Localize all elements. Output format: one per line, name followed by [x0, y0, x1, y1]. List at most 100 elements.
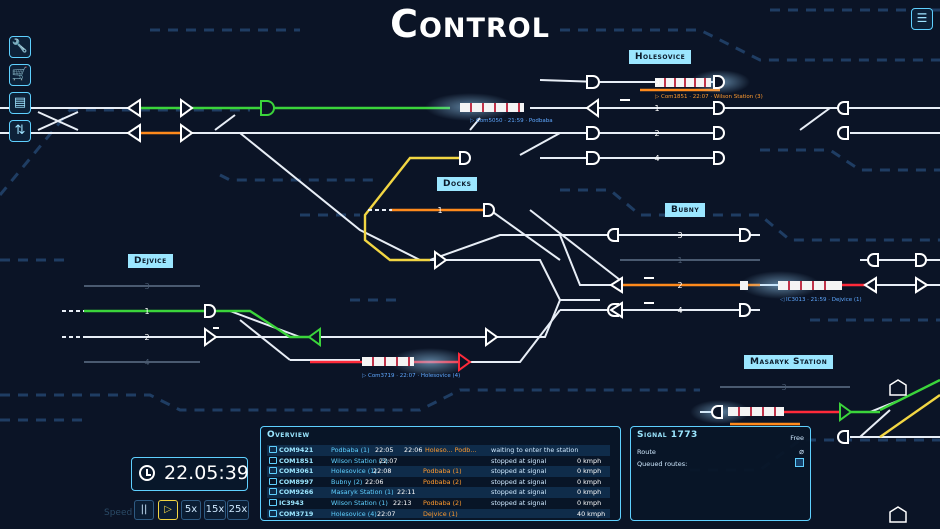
station-label-masaryk[interactable]: Masaryk Station — [744, 355, 834, 369]
route-yellow-1 — [363, 156, 464, 262]
track-num: 4 — [144, 358, 149, 367]
train-label: ▷ Com3719 · 22:07 · Holesovice (4) — [362, 373, 460, 379]
table-row[interactable]: COM9421 Podbaba (1) 22:05 22:06 Holeso..… — [267, 445, 610, 456]
route-green-4 — [879, 378, 940, 412]
train-from-time: 22:11 — [397, 488, 416, 497]
track-num: 2 — [654, 129, 659, 138]
table-row[interactable]: COM3061 Holesovice (1) 22:08 Podbaba (1)… — [267, 466, 610, 477]
network-lines — [0, 8, 940, 472]
track-num: 1 — [654, 104, 659, 113]
train-from: Holesovice (4) — [331, 509, 377, 518]
train-id: COM9266 — [269, 487, 313, 498]
station-label-bubny[interactable]: Bubny — [665, 203, 706, 217]
no-route-icon: ⌀ — [799, 447, 804, 456]
route-green-2 — [84, 309, 320, 339]
train-to: Podbaba (2) — [423, 499, 462, 507]
swap-icon[interactable]: ⇅ — [9, 120, 31, 142]
game-clock: 22.05:39 — [131, 457, 249, 491]
train-to: Podbaba (1) — [423, 467, 462, 476]
track-num: 2 — [144, 333, 149, 342]
train-to: Holeso... Podb... — [425, 446, 477, 454]
train-from: Masaryk Station (1) — [331, 488, 394, 497]
train-status: stopped at signal — [491, 488, 547, 497]
train-from: Wilson Station (1) — [331, 499, 388, 507]
train-speed: 0 kmph — [577, 499, 602, 507]
wrench-icon[interactable]: 🔧 — [9, 36, 31, 58]
train-id: COM3061 — [269, 466, 313, 477]
train-ic3013[interactable] — [740, 281, 842, 290]
train-from: Holesovice (1) — [331, 467, 377, 476]
train-from-time: 22:06 — [365, 477, 384, 486]
train-from-time: 22:07 — [377, 509, 396, 518]
pause-button[interactable]: || — [134, 500, 154, 520]
table-row[interactable]: COM3719 Holesovice (4) 22:07 Dejvice (1)… — [267, 508, 610, 518]
train-to: Podbaba (2) — [423, 477, 462, 486]
clock-icon — [139, 465, 155, 481]
train-id: IC3943 — [269, 498, 304, 509]
play-button[interactable]: ▷ — [158, 500, 178, 520]
route-yellow-2 — [879, 394, 940, 438]
clock-time: 22.05:39 — [164, 462, 249, 484]
queued-routes-label: Queued routes: — [637, 460, 688, 468]
train-id: COM9421 — [269, 445, 313, 456]
train-from-time: 22:13 — [393, 499, 412, 507]
route-label: Route — [637, 448, 656, 456]
page-title: Control — [390, 2, 550, 46]
overview-panel: Overview COM9421 Podbaba (1) 22:05 22:06… — [260, 426, 621, 521]
speed-5x-button[interactable]: 5x — [181, 500, 201, 520]
track-num: 3 — [144, 282, 149, 291]
station-label-docks[interactable]: Docks — [437, 177, 478, 191]
train-from: Bubny (2) — [331, 477, 363, 486]
table-row[interactable]: COM1851 Wilson Station (3) 22:07 stopped… — [267, 456, 610, 467]
train-status: stopped at signal — [491, 467, 547, 476]
speed-15x-button[interactable]: 15x — [204, 500, 226, 520]
train-from-time: 22:05 — [375, 446, 394, 454]
speed-25x-button[interactable]: 25x — [227, 500, 249, 520]
signal-state: Free — [790, 434, 804, 442]
train-from-time: 22:07 — [379, 456, 398, 465]
track-num: 1 — [144, 307, 149, 316]
signal-triangles[interactable] — [126, 98, 929, 347]
station-label-dejvice[interactable]: Dejvice — [128, 254, 173, 268]
train-speed: 40 kmph — [577, 509, 606, 518]
cart-icon[interactable]: 🛒 — [9, 64, 31, 86]
train-status: waiting to enter the station — [491, 446, 579, 454]
table-row[interactable]: IC3943 Wilson Station (1) 22:13 Podbaba … — [267, 498, 610, 509]
track-num: 3 — [677, 231, 682, 240]
train-from-time: 22:08 — [373, 467, 392, 476]
train-label: ◁ IC3013 · 21:59 · Dejvice (1) — [780, 297, 862, 303]
track-num: 1 — [437, 206, 442, 215]
book-icon[interactable]: ▤ — [9, 92, 31, 114]
train-speed: 0 kmph — [577, 477, 602, 486]
train-from: Wilson Station (3) — [331, 456, 388, 465]
train-to: Dejvice (1) — [423, 509, 458, 518]
train-id: COM1851 — [269, 456, 313, 467]
table-row[interactable]: COM9266 Masaryk Station (1) 22:11 stoppe… — [267, 487, 610, 498]
train-status: stopped at signal — [491, 456, 547, 465]
train-com5050[interactable] — [460, 103, 524, 112]
train-com1851[interactable] — [655, 78, 711, 87]
train-masaryk[interactable] — [728, 407, 784, 416]
train-com3719[interactable] — [362, 357, 414, 366]
speed-label: Speed — [104, 508, 133, 518]
train-id: COM8997 — [269, 477, 313, 488]
queue-icon[interactable] — [795, 458, 804, 467]
track-num: 4 — [677, 306, 682, 315]
train-speed: 0 kmph — [577, 488, 602, 497]
signal-panel: Signal 1773 Free Route ⌀ Queued routes: — [630, 426, 811, 521]
track-num: 2 — [677, 281, 682, 290]
train-speed: 0 kmph — [577, 467, 602, 476]
train-status: stopped at signal — [491, 477, 547, 486]
train-speed: 0 kmph — [577, 456, 602, 465]
list-icon[interactable]: ☰ — [911, 8, 933, 30]
track-num: 4 — [654, 154, 659, 163]
train-label: ▷ Com5050 · 21:59 · Podbaba — [470, 118, 553, 124]
table-row[interactable]: COM8997 Bubny (2) 22:06 Podbaba (2) stop… — [267, 477, 610, 488]
station-label-holesovice[interactable]: Holesovice — [629, 50, 692, 64]
track-num: 3 — [781, 383, 786, 392]
train-label: ▷ Com1851 · 22:07 · Wilson Station (3) — [655, 94, 763, 100]
train-status: stopped at signal — [491, 499, 547, 507]
signal-title: Signal 1773 — [637, 430, 698, 440]
train-to-time: 22:06 — [404, 446, 423, 454]
